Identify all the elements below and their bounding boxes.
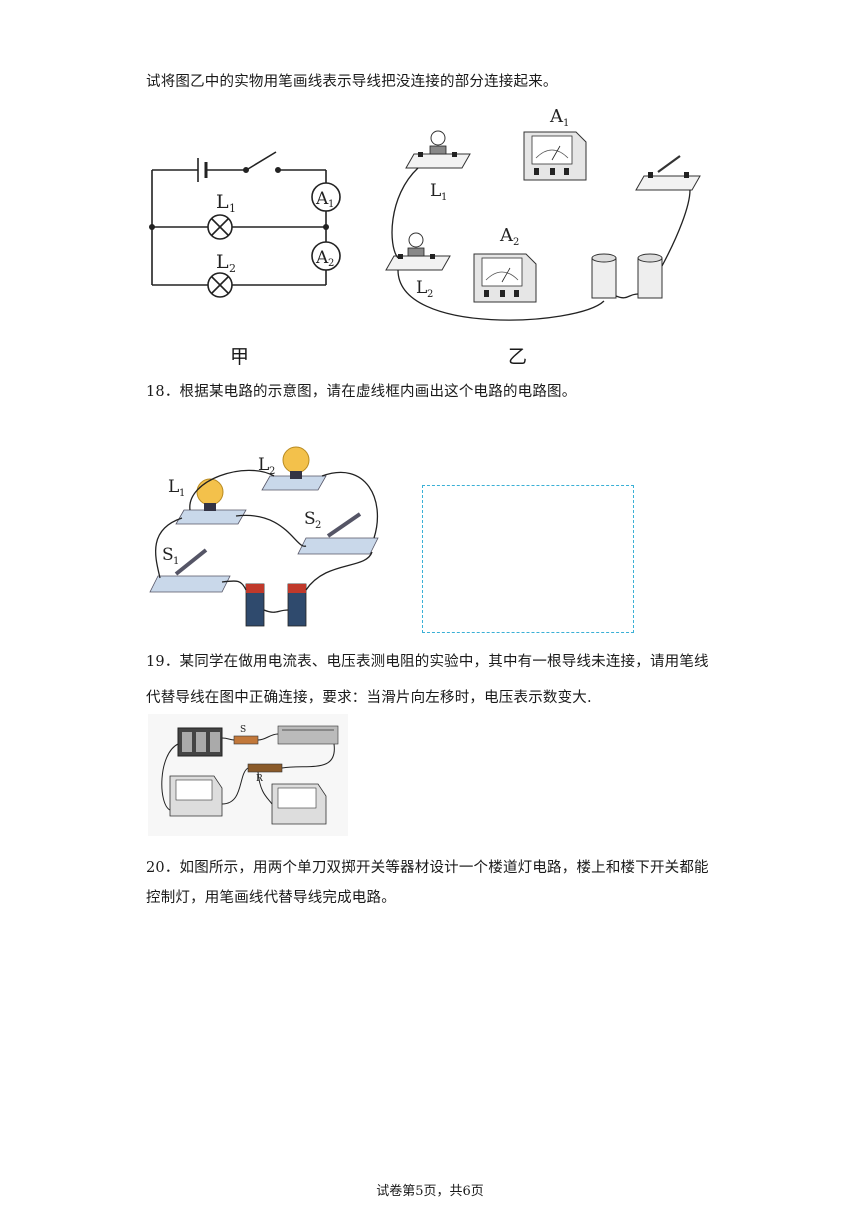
physical-circuit-yi: L 1 L 2 A 1 A 2: [385, 106, 701, 321]
svg-text:1: 1: [179, 488, 185, 499]
q19-line1: 19．某同学在做用电流表、电压表测电阻的实验中，其中有一根导线未连接，请用笔线: [146, 654, 709, 670]
svg-text:2: 2: [269, 466, 275, 477]
knife-switch-icon: [635, 155, 701, 191]
svg-text:2: 2: [513, 237, 519, 248]
jia-l1-label: L: [216, 191, 229, 213]
svg-text:1: 1: [229, 202, 236, 215]
q17-intro: 试将图乙中的实物用笔画线表示导线把没连接的部分连接起来。: [146, 74, 558, 90]
page-footer: 试卷第5页，共6页: [376, 1184, 484, 1199]
svg-text:S: S: [304, 509, 316, 529]
answer-dashed-box[interactable]: [422, 485, 634, 633]
ammeter-a2-icon: [473, 253, 537, 303]
jia-a1-label: A: [315, 189, 329, 209]
q18-text: 18．根据某电路的示意图，请在虚线框内画出这个电路的电路图。: [146, 384, 577, 400]
battery-icon: [591, 253, 663, 299]
lamp-l2-icon: [385, 232, 451, 271]
jia-a2-label: A: [315, 248, 329, 268]
svg-text:2: 2: [229, 262, 236, 275]
svg-text:1: 1: [563, 118, 569, 129]
svg-text:L: L: [430, 181, 441, 201]
q19-line2: 代替导线在图中正确连接，要求：当滑片向左移时，电压表示数变大.: [146, 690, 592, 706]
experiment-setup-q19: S R: [148, 714, 348, 836]
physical-circuit-q18: L 1 L 2 S 2 S 1: [149, 446, 379, 627]
svg-text:2: 2: [328, 258, 334, 269]
svg-text:1: 1: [441, 192, 447, 203]
svg-text:L: L: [258, 455, 269, 475]
svg-text:L: L: [416, 278, 427, 298]
q20-line1: 20．如图所示，用两个单刀双掷开关等器材设计一个楼道灯电路，楼上和楼下开关都能: [146, 860, 709, 876]
svg-text:1: 1: [328, 199, 334, 210]
ammeter-a1-icon: [523, 131, 587, 181]
svg-text:R: R: [256, 774, 263, 784]
svg-text:S: S: [162, 545, 174, 565]
fig-jia-caption: 甲: [230, 346, 250, 368]
circuit-diagram-jia: L 1 L 2 A 1 A 2: [149, 151, 341, 298]
lamp-l1-icon: [405, 130, 471, 169]
q20-line2: 控制灯，用笔画线代替导线完成电路。: [146, 890, 396, 906]
fig-yi-caption: 乙: [508, 346, 528, 368]
svg-text:2: 2: [315, 520, 321, 531]
svg-text:A: A: [549, 106, 564, 127]
svg-text:2: 2: [427, 289, 433, 300]
svg-text:A: A: [499, 225, 514, 246]
svg-text:1: 1: [173, 556, 179, 567]
svg-text:S: S: [240, 725, 246, 735]
svg-text:L: L: [168, 477, 179, 497]
jia-l2-label: L: [216, 251, 229, 273]
